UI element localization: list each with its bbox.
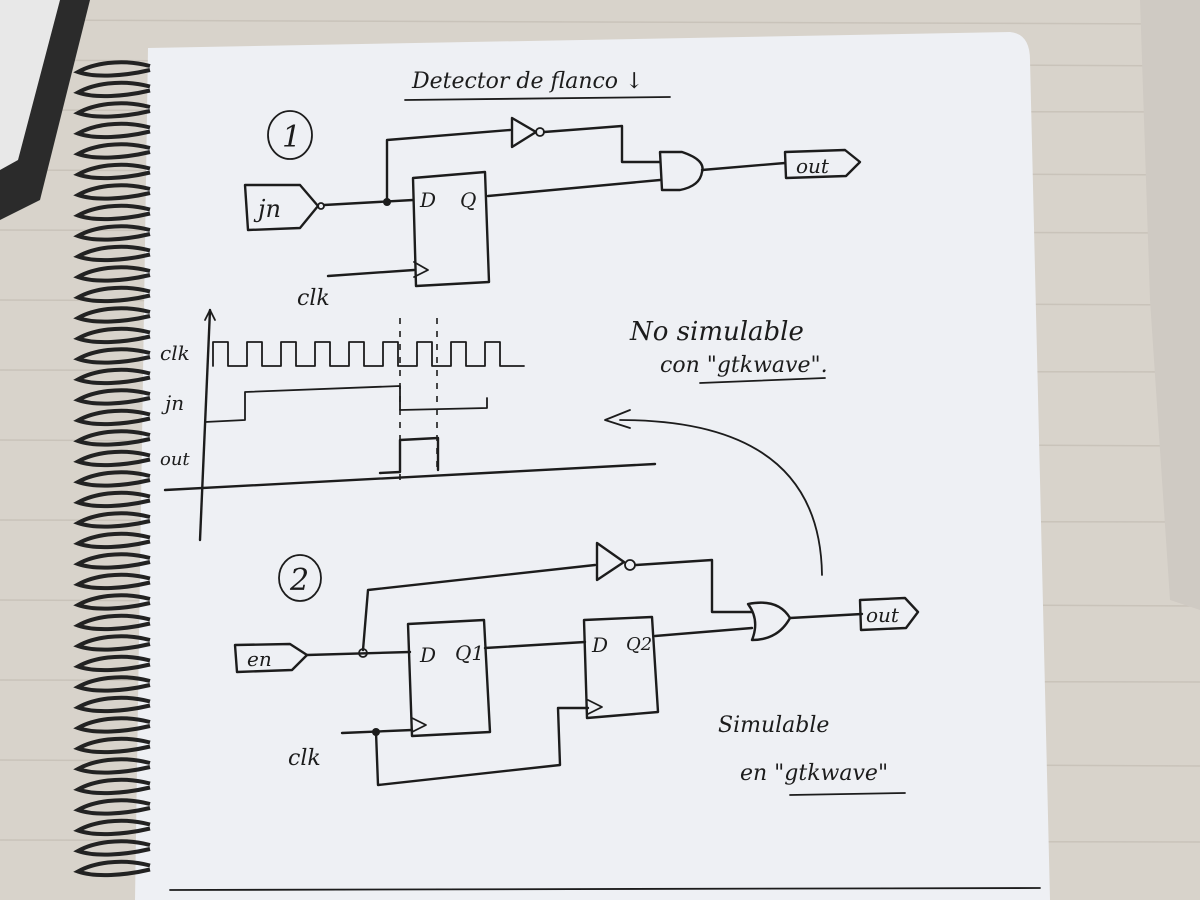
circuit-2-number-circle (278, 554, 322, 602)
spiral-loop (73, 449, 151, 468)
spiral-loop (73, 388, 151, 406)
spiral-loop (73, 265, 151, 283)
page-title: Detector de flanco ↓ (411, 69, 643, 94)
not-gate-1 (510, 116, 538, 149)
spiral-loop (73, 552, 151, 570)
input-label-1: jn (253, 195, 281, 223)
input-pin-2 (233, 642, 309, 674)
circuit-1-number-circle (267, 110, 313, 160)
not-gate-2 (595, 541, 626, 582)
title-underline (404, 96, 671, 101)
spiral-loop (73, 306, 151, 324)
and-gate-1 (658, 150, 704, 192)
clock-label-2: clk (288, 746, 321, 771)
spiral-loop (73, 60, 151, 78)
spiral-loop (73, 777, 151, 796)
input-pin-1 (243, 183, 320, 232)
note-1-line-1: No simulable (629, 317, 804, 347)
time-axis-vertical (198, 308, 212, 542)
spiral-loop (73, 121, 151, 140)
circuit-1-number: 1 (282, 120, 301, 155)
note-1-line-2: con "gtkwave". (660, 353, 828, 378)
spiral-loop (73, 429, 151, 447)
spiral-loop (73, 695, 151, 714)
output-label-2: out (866, 603, 900, 627)
signal-label-out: out (160, 449, 190, 470)
spiral-loop (73, 839, 151, 857)
time-axis-horizontal (163, 462, 657, 492)
circuit-2-number: 2 (289, 563, 309, 598)
spiral-loop (73, 675, 151, 693)
spiral-loop (73, 798, 151, 816)
spiral-loop (73, 80, 151, 99)
spiral-loop (73, 716, 151, 734)
ff2a-d-label: D (419, 643, 436, 667)
d-flip-flop-2b (582, 615, 660, 720)
spiral-loop (73, 203, 151, 222)
signal-label-jn: jn (161, 391, 184, 415)
curved-arrow (619, 419, 823, 576)
spiral-loop (73, 654, 151, 673)
spiral-loop (73, 736, 151, 755)
d-flip-flop-2a (406, 618, 492, 738)
input-label-2: en (247, 647, 272, 671)
spiral-loop (73, 367, 151, 386)
spiral-loop (73, 285, 151, 304)
spiral-loop (73, 490, 151, 509)
ff2b-q-label: Q2 (626, 634, 652, 655)
output-pin-1 (783, 148, 862, 180)
spiral-loop (73, 470, 151, 488)
or-gate-2 (746, 601, 792, 642)
ff1-q-label: Q (460, 188, 476, 212)
spiral-loop (73, 244, 151, 263)
circuit-1: 1 jn D Q clk out (243, 110, 862, 311)
ff2b-d-label: D (591, 633, 608, 657)
d-flip-flop-1 (411, 170, 491, 288)
spiral-loop (73, 634, 151, 652)
spiral-loop (73, 572, 151, 591)
spiral-loop (73, 142, 151, 160)
spiral-binding (73, 60, 151, 878)
circuit-2: 2 en D Q1 D Q2 clk out (233, 541, 920, 787)
output-label-1: out (796, 154, 830, 178)
spiral-loop (73, 101, 151, 119)
notebook-page (135, 32, 1050, 900)
spiral-loop (73, 408, 151, 427)
spiral-loop (73, 593, 151, 611)
spiral-loop (73, 531, 151, 550)
spiral-loop (73, 162, 151, 181)
spiral-loop (73, 326, 151, 345)
spiral-loop (73, 347, 151, 365)
signal-label-clk: clk (160, 341, 190, 365)
spiral-loop (73, 511, 151, 529)
spiral-loop (73, 613, 151, 632)
clock-label-1: clk (297, 286, 330, 311)
spiral-loop (73, 859, 151, 878)
output-pin-2 (858, 596, 920, 632)
note-2-line-1: Simulable (718, 713, 829, 738)
spiral-loop (73, 183, 151, 201)
timing-diagram: clk jn out (160, 308, 657, 542)
ff1-d-label: D (419, 188, 436, 212)
clk-waveform (212, 341, 525, 367)
spiral-loop (73, 757, 151, 775)
spiral-loop (73, 224, 151, 242)
spiral-loop (73, 818, 151, 837)
note-2-line-2: en "gtkwave" (740, 761, 888, 786)
ff2a-q-label: Q1 (455, 641, 484, 665)
